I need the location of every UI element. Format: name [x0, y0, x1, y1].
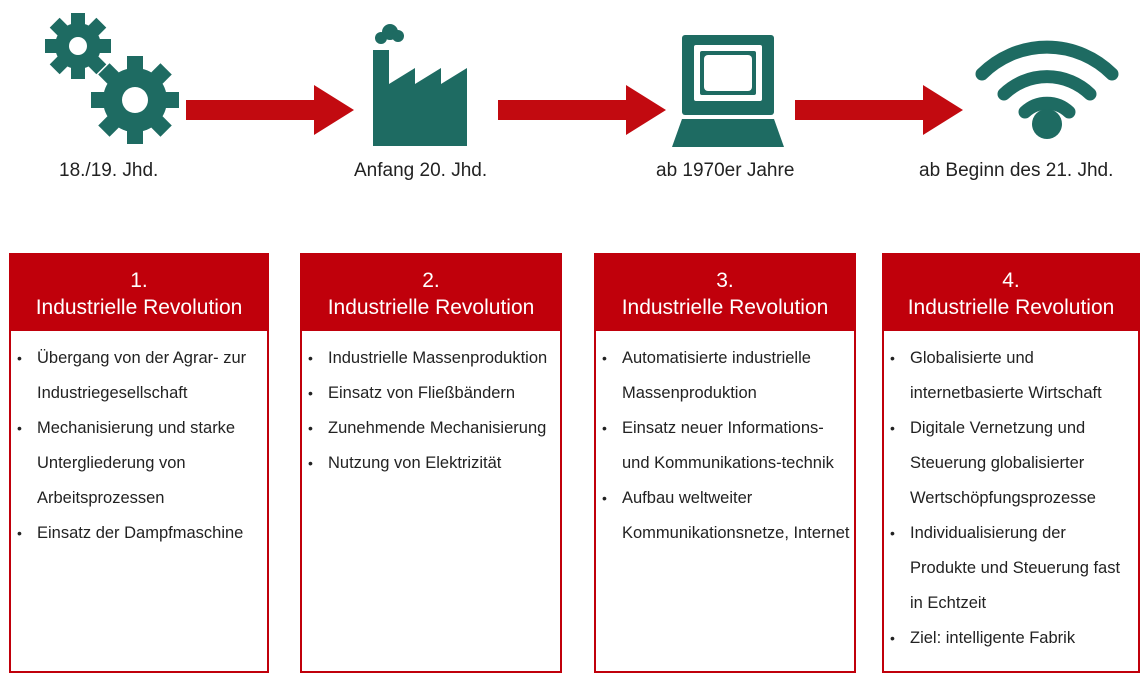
- card-number: 3.: [716, 269, 734, 292]
- era-label-3: ab 1970er Jahre: [656, 160, 795, 181]
- card-header: 1. Industrielle Revolution: [9, 253, 269, 331]
- list-item: Globalisierte und internetbasierte Wirts…: [890, 341, 1134, 411]
- gears-icon: [45, 13, 179, 144]
- list-item: Nutzung von Elektrizität: [308, 446, 556, 481]
- bullet-list: Übergang von der Agrar- zur Industrieges…: [17, 341, 263, 551]
- card-number: 2.: [422, 269, 440, 292]
- arrow-1-to-2: [186, 85, 354, 135]
- list-item: Individualisierung der Produkte und Steu…: [890, 516, 1134, 621]
- computer-icon: [672, 35, 784, 147]
- list-item: Einsatz neuer Informations- und Kommunik…: [602, 411, 850, 481]
- list-item: Ziel: intelligente Fabrik: [890, 621, 1134, 656]
- card-header: 2. Industrielle Revolution: [300, 253, 562, 331]
- revolution-card-2: 2. Industrielle Revolution Industrielle …: [300, 253, 562, 673]
- card-body: Industrielle Massenproduktion Einsatz vo…: [300, 331, 562, 673]
- list-item: Übergang von der Agrar- zur Industrieges…: [17, 341, 263, 411]
- arrow-3-to-4: [795, 85, 963, 135]
- era-label-4: ab Beginn des 21. Jhd.: [919, 160, 1114, 181]
- card-body: Automatisierte industrielle Massenproduk…: [594, 331, 856, 673]
- card-number: 4.: [1002, 269, 1020, 292]
- list-item: Mechanisierung und starke Untergliederun…: [17, 411, 263, 516]
- bullet-list: Automatisierte industrielle Massenproduk…: [602, 341, 850, 551]
- card-body: Globalisierte und internetbasierte Wirts…: [882, 331, 1140, 673]
- revolution-card-4: 4. Industrielle Revolution Globalisierte…: [882, 253, 1140, 673]
- list-item: Aufbau weltweiter Kommunikationsnetze, I…: [602, 481, 850, 551]
- card-body: Übergang von der Agrar- zur Industrieges…: [9, 331, 269, 673]
- card-title: Industrielle Revolution: [621, 296, 829, 319]
- list-item: Zunehmende Mechanisierung: [308, 411, 556, 446]
- card-number: 1.: [130, 269, 148, 292]
- wifi-icon: [975, 40, 1119, 139]
- list-item: Einsatz der Dampfmaschine: [17, 516, 263, 551]
- list-item: Einsatz von Fließbändern: [308, 376, 556, 411]
- list-item: Industrielle Massenproduktion: [308, 341, 556, 376]
- factory-icon: [373, 24, 467, 146]
- card-title: Industrielle Revolution: [327, 296, 535, 319]
- revolution-card-3: 3. Industrielle Revolution Automatisiert…: [594, 253, 856, 673]
- era-label-2: Anfang 20. Jhd.: [354, 160, 488, 181]
- list-item: Digitale Vernetzung und Steuerung global…: [890, 411, 1134, 516]
- bullet-list: Industrielle Massenproduktion Einsatz vo…: [308, 341, 556, 481]
- revolution-card-1: 1. Industrielle Revolution Übergang von …: [9, 253, 269, 673]
- bullet-list: Globalisierte und internetbasierte Wirts…: [890, 341, 1134, 656]
- card-title: Industrielle Revolution: [907, 296, 1115, 319]
- arrow-2-to-3: [498, 85, 666, 135]
- card-title: Industrielle Revolution: [35, 296, 243, 319]
- era-label-1: 18./19. Jhd.: [59, 160, 159, 181]
- card-header: 4. Industrielle Revolution: [882, 253, 1140, 331]
- card-header: 3. Industrielle Revolution: [594, 253, 856, 331]
- list-item: Automatisierte industrielle Massenproduk…: [602, 341, 850, 411]
